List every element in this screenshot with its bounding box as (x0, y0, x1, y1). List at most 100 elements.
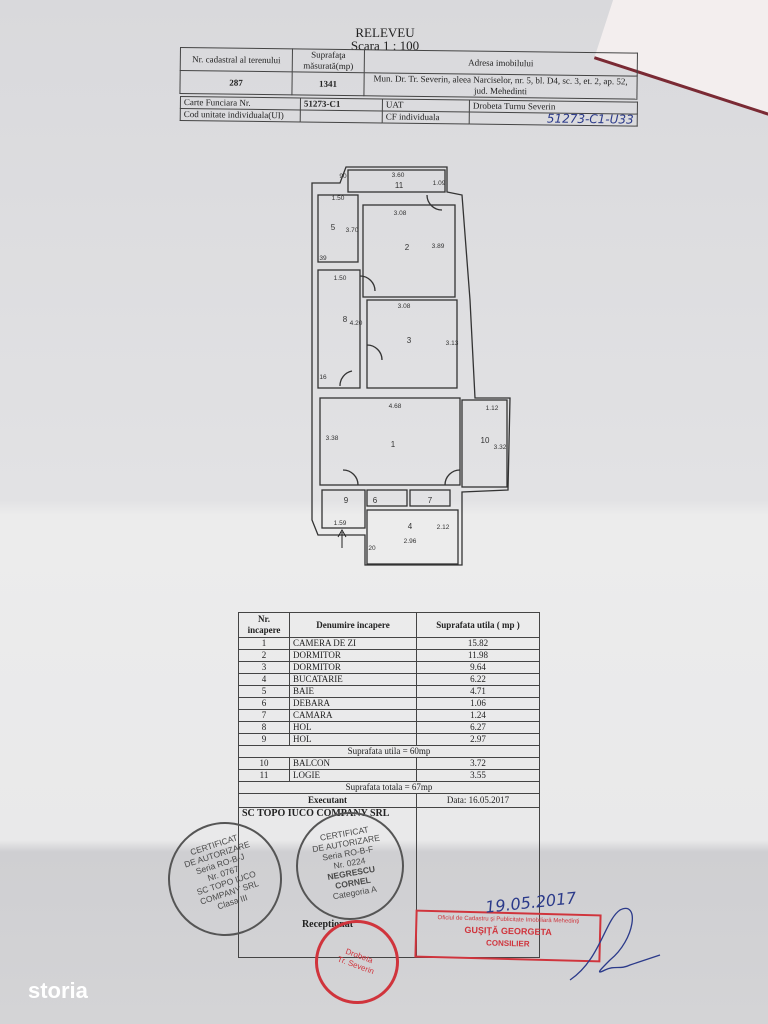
room-1 (319, 397, 461, 486)
dim: 3.89 (432, 243, 445, 250)
room-number: 6 (373, 496, 378, 505)
signature-cell (416, 807, 540, 958)
header-nr: Nr. incapere (238, 612, 290, 638)
dim: 3.08 (398, 303, 411, 310)
row-area: 1.24 (416, 709, 540, 722)
row-area: 6.27 (416, 721, 540, 734)
dim: 3.38 (326, 435, 339, 442)
dim: 1.50 (334, 275, 347, 282)
company-cell: SC TOPO IUCO COMPANY SRL Receptionat (238, 807, 417, 958)
dim: 2.96 (404, 538, 417, 545)
receptionat-label: Receptionat (301, 919, 354, 930)
dim: 1.12 (486, 405, 499, 412)
row-area: 4.71 (416, 685, 540, 698)
row-nr: 9 (238, 733, 290, 746)
dim: 3.13 (446, 340, 459, 347)
dim: 20 (368, 545, 376, 552)
row-nr: 6 (238, 697, 290, 710)
row-nr: 8 (238, 721, 290, 734)
row-name: DORMITOR (289, 661, 417, 674)
row-name: CAMARA (289, 709, 417, 722)
row-name: HOL (289, 721, 417, 734)
header-name: Denumire incapere (289, 612, 417, 638)
row-nr: 1 (238, 637, 290, 650)
room-11 (347, 169, 446, 193)
room-number: 5 (331, 223, 336, 232)
row-area: 15.82 (416, 637, 540, 650)
row-nr: 7 (238, 709, 290, 722)
dim: 4.68 (389, 403, 402, 410)
document-scale: Scara 1 : 100 (350, 38, 420, 53)
row-name: BALCON (289, 757, 417, 770)
row-area: 3.55 (416, 769, 540, 782)
room-number: 4 (408, 522, 413, 531)
row-area: 9.64 (416, 661, 540, 674)
row-nr: 11 (238, 769, 290, 782)
signature-icon (569, 907, 661, 981)
row-name: BUCATARIE (289, 673, 417, 686)
floor-plan: 90 3.60 1.09 1.50 3.08 3.70 3.89 39 1.50… (311, 166, 511, 566)
row-name: DEBARA (289, 697, 417, 710)
row-name: CAMERA DE ZI (289, 637, 417, 650)
row-nr: 5 (238, 685, 290, 698)
entrance-arrow-icon (337, 528, 347, 548)
room-number: 11 (395, 181, 404, 190)
room-number: 8 (343, 315, 348, 324)
row-area: 1.06 (416, 697, 540, 710)
dim: 4.20 (350, 320, 363, 327)
dim: 3.60 (392, 172, 405, 179)
dim: 1.50 (332, 195, 345, 202)
header-area: Suprafata utila ( mp ) (416, 612, 540, 638)
row-nr: 4 (238, 673, 290, 686)
room-6 (366, 489, 408, 507)
room-7 (409, 489, 451, 507)
company-name: SC TOPO IUCO COMPANY SRL (242, 808, 390, 819)
outer-wall (311, 166, 511, 566)
room-3 (366, 299, 458, 389)
room-number: 2 (405, 243, 410, 252)
row-name: DORMITOR (289, 649, 417, 662)
row-nr: 3 (238, 661, 290, 674)
row-name: HOL (289, 733, 417, 746)
row-nr: 2 (238, 649, 290, 662)
room-number: 3 (407, 336, 412, 345)
room-2 (362, 204, 456, 298)
dim: 39 (319, 255, 327, 262)
document-title: RELEVEU (355, 25, 415, 40)
room-number: 9 (344, 496, 349, 505)
room-10 (461, 399, 508, 488)
subtotal-row: Suprafata utila = 60mp (238, 745, 540, 758)
storia-watermark: storia (28, 978, 88, 1003)
dim: 2.12 (437, 524, 450, 531)
dim: 3.32 (494, 444, 507, 451)
dim: 3.08 (394, 210, 407, 217)
room-4 (366, 509, 459, 565)
row-area: 11.98 (416, 649, 540, 662)
room-number: 7 (428, 496, 433, 505)
row-area: 3.72 (416, 757, 540, 770)
executant-label: Executant (238, 793, 417, 808)
dim: 16 (319, 374, 327, 381)
room-9 (321, 489, 366, 529)
row-nr: 10 (238, 757, 290, 770)
total-row: Suprafata totala = 67mp (238, 781, 540, 794)
dim: 3.70 (346, 227, 359, 234)
row-area: 6.22 (416, 673, 540, 686)
room-8 (317, 269, 361, 389)
row-area: 2.97 (416, 733, 540, 746)
room-number: 10 (481, 436, 490, 445)
row-name: LOGIE (289, 769, 417, 782)
dim: 1.09 (433, 180, 446, 187)
room-5 (317, 194, 359, 263)
